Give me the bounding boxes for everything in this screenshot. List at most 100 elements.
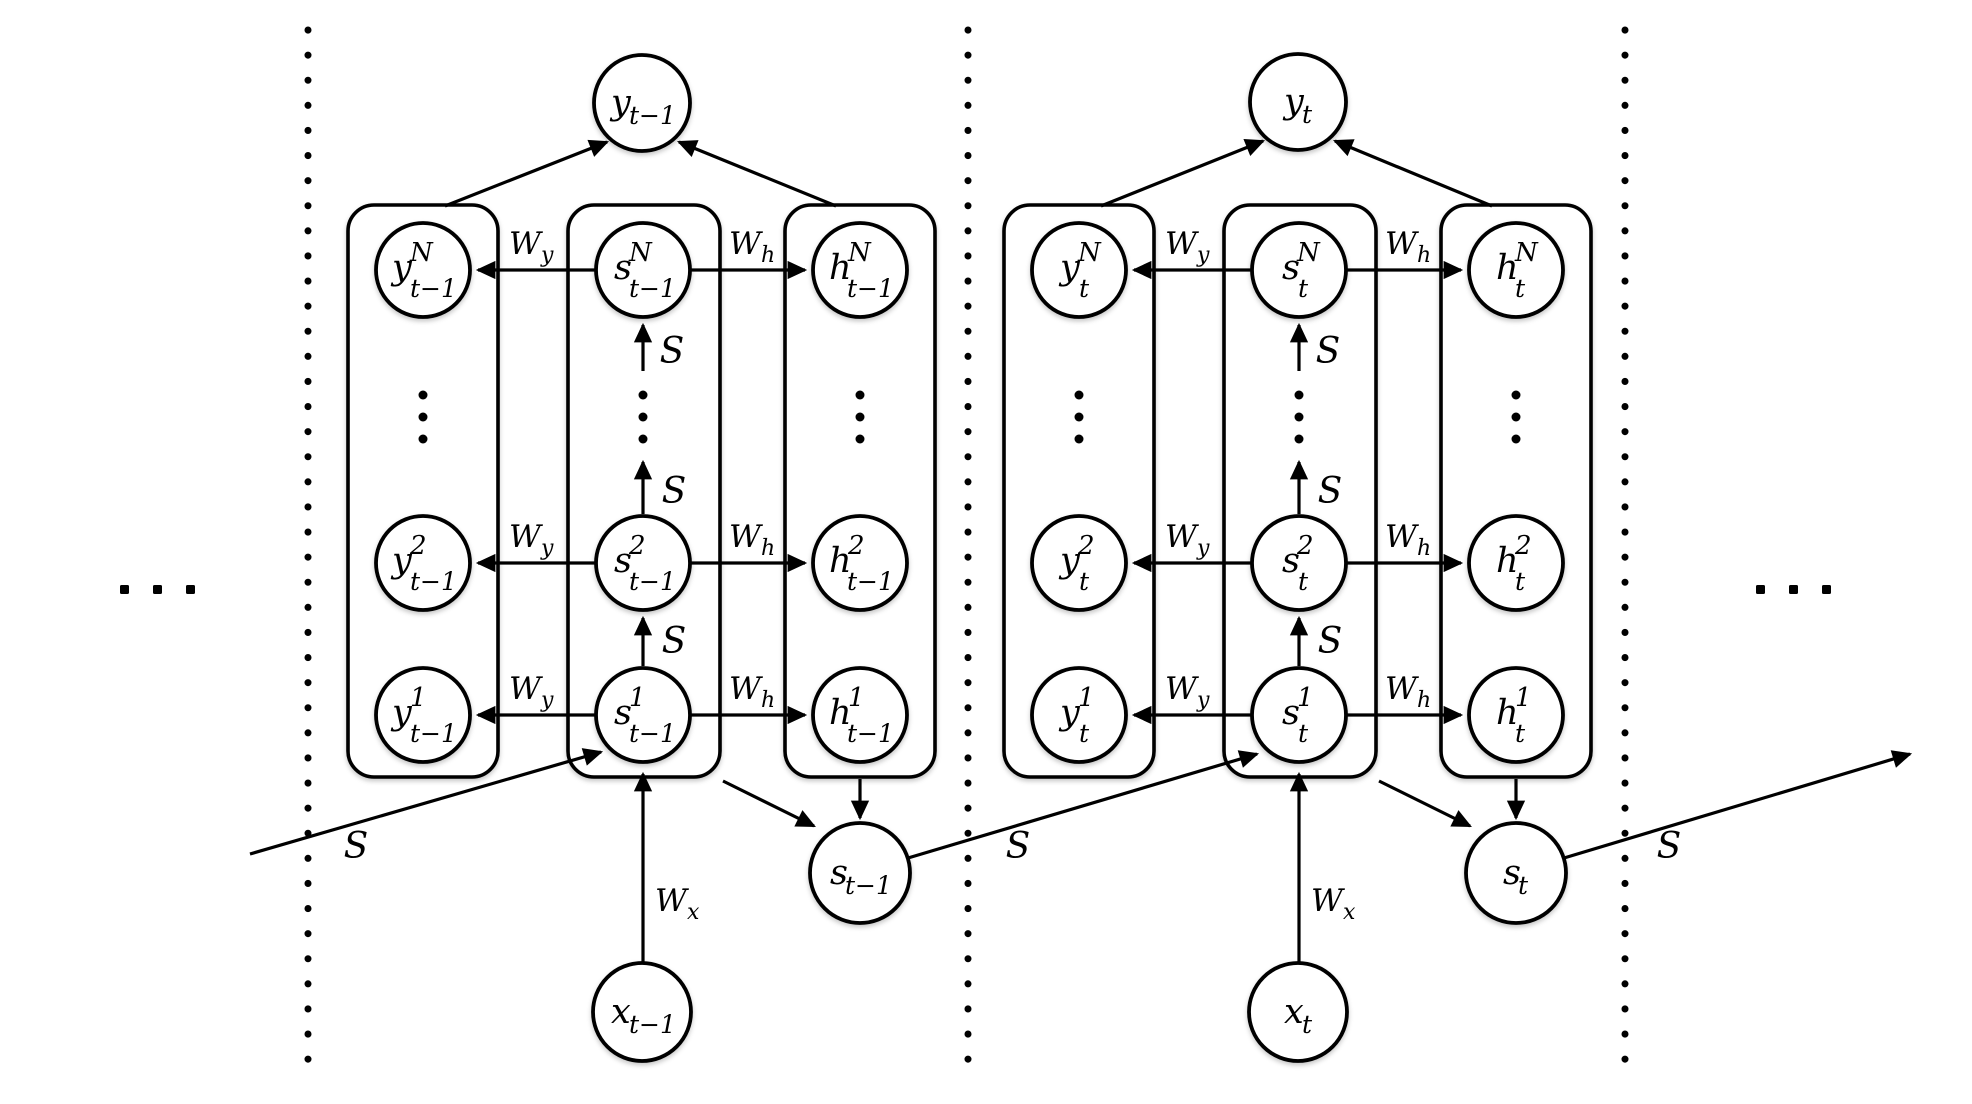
dot: [855, 390, 865, 400]
vertical-dots-h-column-prev: [855, 390, 865, 444]
edge-state-prev-to-s1-cur: [907, 750, 1260, 860]
weight-label-Wx: Wx: [1311, 883, 1356, 925]
dot: [1074, 434, 1084, 444]
vertical-dots-s-column-prev: [638, 390, 648, 444]
s-operator-label: S: [662, 621, 687, 662]
node-h1-cur: [1467, 666, 1565, 764]
node-state-cur: [1464, 821, 1568, 925]
dot: [638, 390, 648, 400]
dot: [1074, 390, 1084, 400]
node-s1-prev: [594, 666, 692, 764]
node-s2-cur: [1250, 514, 1348, 612]
edge-sbox-to-state-prev: [722, 779, 816, 828]
s-operator-label: S: [1657, 826, 1682, 867]
node-y2-prev: [374, 514, 472, 612]
s-operator-label: S: [660, 331, 685, 372]
recurrent-connections: S S S: [249, 748, 1913, 867]
edge-state-cur-outgoing-right: [1563, 750, 1913, 860]
weight-label-Wx: Wx: [655, 883, 700, 925]
ellipsis-dot: [120, 585, 129, 594]
weight-label-Wy: Wy: [1165, 226, 1210, 268]
node-input-cur: [1247, 961, 1349, 1063]
ellipsis-dot: [1756, 585, 1765, 594]
dot: [855, 412, 865, 422]
dot: [1294, 412, 1304, 422]
vertical-dots-y-column-prev: [418, 390, 428, 444]
s-operator-label: S: [344, 826, 369, 867]
vertical-dots-s-column-cur: [1294, 390, 1304, 444]
ellipsis-dot: [153, 585, 162, 594]
weight-label-Wh: Wh: [1385, 226, 1431, 268]
weight-label-Wh: Wh: [729, 671, 775, 713]
weight-label-Wh: Wh: [1385, 519, 1431, 561]
node-h2-prev: [811, 514, 909, 612]
node-s2-prev: [594, 514, 692, 612]
node-label-input-cur: xt: [1284, 992, 1313, 1039]
dot: [1294, 390, 1304, 400]
node-label-input-prev: xt−1: [611, 992, 676, 1039]
weight-label-Wy: Wy: [1165, 671, 1210, 713]
edge-state-incoming-left: [249, 748, 604, 856]
node-y2-cur: [1030, 514, 1128, 612]
s-operator-label: S: [1006, 826, 1031, 867]
node-output-cur: [1248, 52, 1348, 152]
weight-label-Wy: Wy: [509, 671, 554, 713]
ellipsis-more-timesteps-right: [1756, 585, 1831, 594]
weight-label-Wy: Wy: [509, 226, 554, 268]
edge-hbox-to-output-prev: [676, 140, 837, 208]
ellipsis-dot: [1822, 585, 1831, 594]
node-y1-prev: [374, 666, 472, 764]
edge-hbox-to-output-cur: [1332, 139, 1493, 208]
node-h2-cur: [1467, 514, 1565, 612]
node-sN-cur: [1250, 221, 1348, 319]
dot: [418, 434, 428, 444]
weight-label-Wh: Wh: [1385, 671, 1431, 713]
weight-label-Wh: Wh: [729, 519, 775, 561]
node-h1-prev: [811, 666, 909, 764]
ellipsis-dot: [186, 585, 195, 594]
layer-group-box-y-prev: [346, 203, 500, 779]
dot: [1511, 434, 1521, 444]
vertical-dots-h-column-cur: [1511, 390, 1521, 444]
dot: [418, 412, 428, 422]
node-yN-prev: [374, 221, 472, 319]
layer-group-box-h-prev: [783, 203, 937, 779]
s-operator-label: S: [1318, 621, 1343, 662]
node-state-prev: [808, 821, 912, 925]
layer-group-box-h-cur: [1439, 203, 1593, 779]
vertical-dots-y-column-cur: [1074, 390, 1084, 444]
dot: [418, 390, 428, 400]
dot: [1074, 412, 1084, 422]
s-operator-label: S: [1316, 331, 1341, 372]
dot: [1511, 390, 1521, 400]
edge-sbox-to-state-cur: [1378, 779, 1472, 828]
node-sN-prev: [594, 221, 692, 319]
ellipsis-more-timesteps-left: [120, 585, 195, 594]
node-hN-cur: [1467, 221, 1565, 319]
dot: [638, 412, 648, 422]
weight-label-Wy: Wy: [1165, 519, 1210, 561]
node-label-output-cur: yt: [1282, 82, 1313, 129]
dot: [1294, 434, 1304, 444]
weight-label-Wy: Wy: [509, 519, 554, 561]
dot: [855, 434, 865, 444]
node-yN-cur: [1030, 221, 1128, 319]
